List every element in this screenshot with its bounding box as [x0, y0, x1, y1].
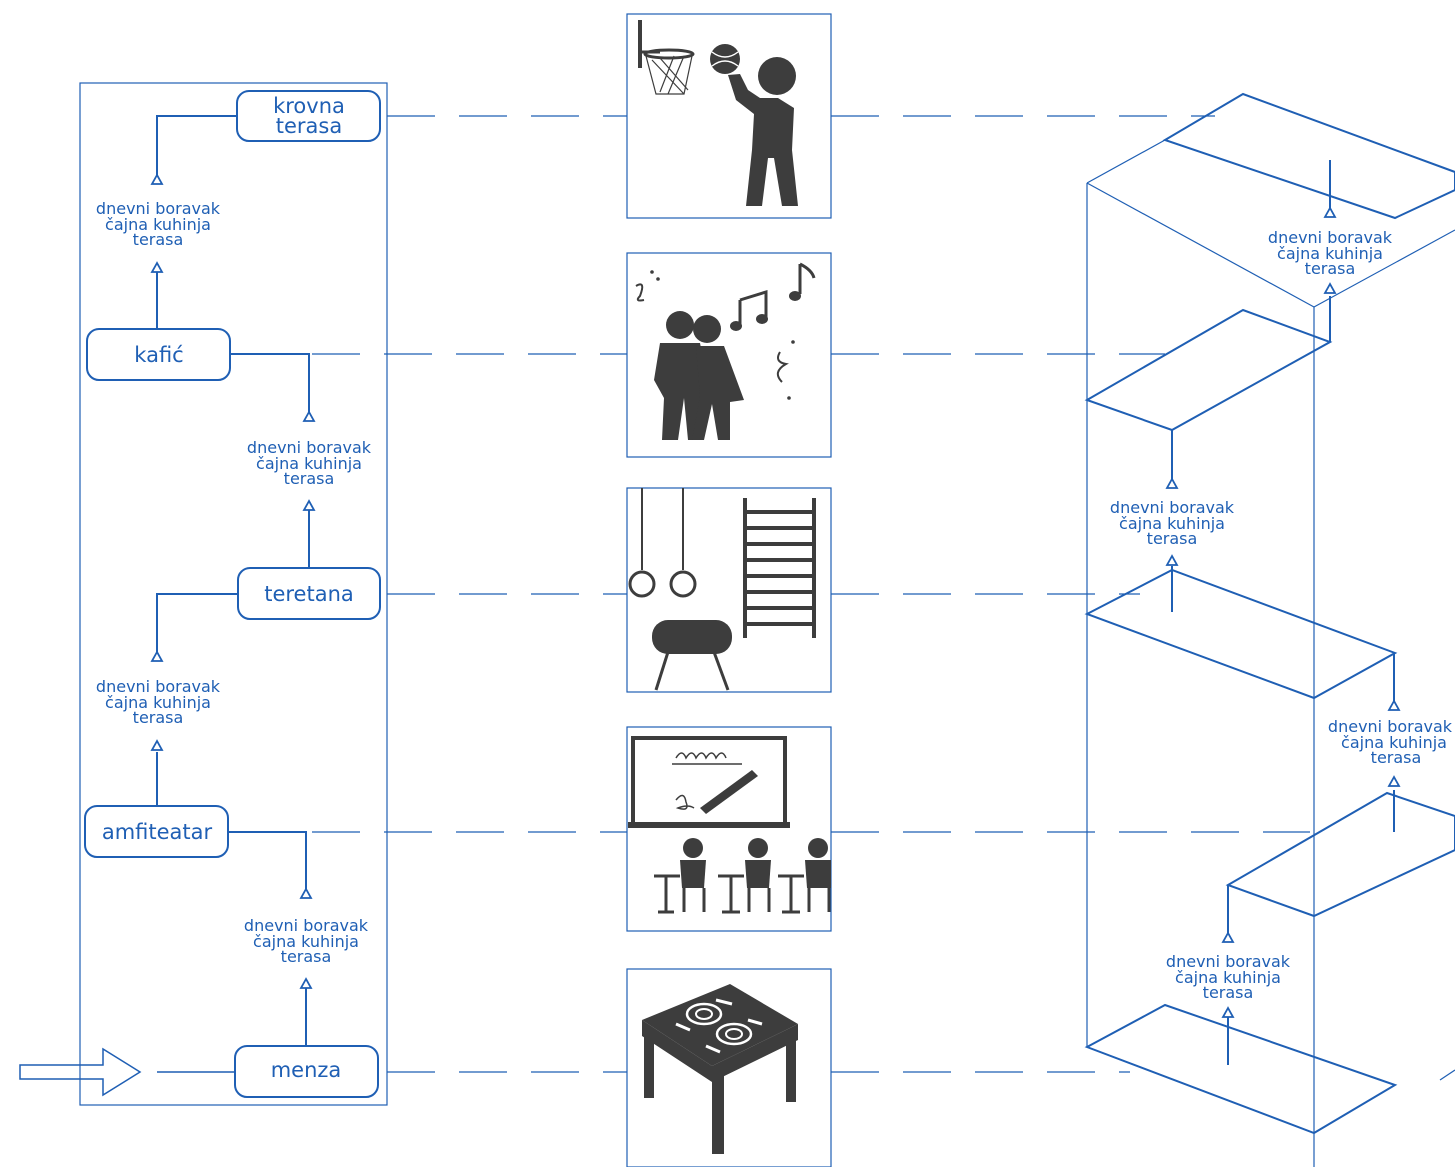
node-menza: menza — [234, 1045, 379, 1098]
svg-text:dnevni boravak: dnevni boravak — [96, 677, 221, 696]
node-amfiteatar-label: amfiteatar — [102, 820, 213, 844]
svg-text:terasa: terasa — [1147, 529, 1198, 548]
svg-text:čajna kuhinja: čajna kuhinja — [1175, 968, 1281, 987]
dining-table-icon — [626, 968, 832, 1167]
svg-text:dnevni boravak: dnevni boravak — [96, 199, 221, 218]
svg-text:terasa: terasa — [1371, 748, 1422, 767]
node-menza-label: menza — [271, 1058, 342, 1082]
svg-text:terasa: terasa — [1305, 259, 1356, 278]
connector-label-2: dnevni boravak čajna kuhinja terasa — [96, 677, 221, 727]
right-connectors — [1165, 160, 1401, 1065]
svg-text:terasa: terasa — [281, 947, 332, 966]
right-connector-label-1: dnevni boravak čajna kuhinja terasa — [1166, 952, 1291, 1002]
node-krovna-label-1: krovna — [273, 94, 345, 118]
svg-text:dnevni boravak: dnevni boravak — [1268, 228, 1393, 247]
svg-text:čajna kuhinja: čajna kuhinja — [256, 454, 362, 473]
dancing-couple-music-icon — [626, 252, 832, 458]
node-krovna-terasa: krovna terasa — [236, 90, 381, 142]
entrance-arrow-icon — [19, 1047, 235, 1097]
left-connectors — [150, 115, 316, 1046]
svg-text:dnevni boravak: dnevni boravak — [1328, 717, 1453, 736]
isometric-diagram — [1084, 92, 1455, 1167]
node-kafic-label: kafić — [134, 343, 183, 367]
svg-text:dnevni boravak: dnevni boravak — [247, 438, 372, 457]
svg-text:dnevni boravak: dnevni boravak — [1110, 498, 1235, 517]
svg-text:terasa: terasa — [284, 469, 335, 488]
svg-text:dnevni boravak: dnevni boravak — [1166, 952, 1291, 971]
node-amfiteatar: amfiteatar — [84, 805, 229, 858]
connector-label-3: dnevni boravak čajna kuhinja terasa — [247, 438, 372, 488]
node-teretana: teretana — [237, 567, 381, 620]
svg-text:čajna kuhinja: čajna kuhinja — [1341, 733, 1447, 752]
svg-text:terasa: terasa — [1203, 983, 1254, 1002]
right-connector-label-2: dnevni boravak čajna kuhinja terasa — [1328, 717, 1453, 767]
basketball-player-icon — [626, 13, 832, 219]
right-connector-label-3: dnevni boravak čajna kuhinja terasa — [1110, 498, 1235, 548]
svg-text:terasa: terasa — [133, 708, 184, 727]
svg-text:čajna kuhinja: čajna kuhinja — [105, 215, 211, 234]
node-teretana-label: teretana — [264, 582, 354, 606]
guide-lines — [240, 115, 1310, 1073]
right-connector-label-4: dnevni boravak čajna kuhinja terasa — [1268, 228, 1393, 278]
connector-label-1: dnevni boravak čajna kuhinja terasa — [244, 916, 369, 966]
svg-text:čajna kuhinja: čajna kuhinja — [105, 693, 211, 712]
gym-equipment-icon — [626, 487, 832, 693]
svg-text:dnevni boravak: dnevni boravak — [244, 916, 369, 935]
connector-label-4: dnevni boravak čajna kuhinja terasa — [96, 199, 221, 249]
classroom-icon — [626, 726, 832, 932]
svg-text:čajna kuhinja: čajna kuhinja — [1277, 244, 1383, 263]
node-krovna-label-2: terasa — [276, 114, 342, 138]
svg-text:terasa: terasa — [133, 230, 184, 249]
svg-text:čajna kuhinja: čajna kuhinja — [253, 932, 359, 951]
node-kafic: kafić — [86, 328, 231, 381]
svg-text:čajna kuhinja: čajna kuhinja — [1119, 514, 1225, 533]
